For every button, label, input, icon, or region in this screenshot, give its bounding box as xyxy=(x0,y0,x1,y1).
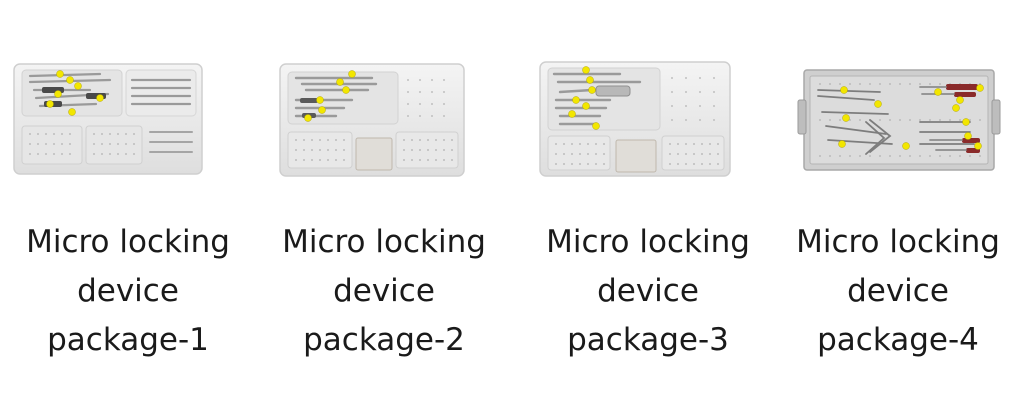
product-card-1[interactable]: Micro locking device package-1 xyxy=(0,0,256,406)
product-caption-1[interactable]: Micro locking device package-1 xyxy=(0,218,256,365)
caption-line: device xyxy=(597,273,699,309)
product-card-3[interactable]: Micro locking device package-3 xyxy=(520,0,776,406)
product-card-4[interactable]: Micro locking device package-4 xyxy=(770,0,1026,406)
caption-line: package-2 xyxy=(303,322,465,358)
product-caption-4[interactable]: Micro locking device package-4 xyxy=(770,218,1026,365)
product-image-2[interactable] xyxy=(256,60,512,180)
product-image-4[interactable] xyxy=(770,60,1026,180)
caption-line: device xyxy=(847,273,949,309)
caption-line: package-4 xyxy=(817,322,979,358)
product-card-2[interactable]: Micro locking device package-2 xyxy=(256,0,512,406)
product-image-3[interactable] xyxy=(520,60,776,180)
caption-line: Micro locking xyxy=(26,224,230,260)
caption-line: package-3 xyxy=(567,322,729,358)
caption-line: Micro locking xyxy=(546,224,750,260)
caption-line: package-1 xyxy=(47,322,209,358)
product-image-1[interactable] xyxy=(0,60,256,180)
product-caption-3[interactable]: Micro locking device package-3 xyxy=(520,218,776,365)
caption-line: device xyxy=(333,273,435,309)
caption-line: device xyxy=(77,273,179,309)
caption-line: Micro locking xyxy=(796,224,1000,260)
caption-line: Micro locking xyxy=(282,224,486,260)
product-caption-2[interactable]: Micro locking device package-2 xyxy=(256,218,512,365)
